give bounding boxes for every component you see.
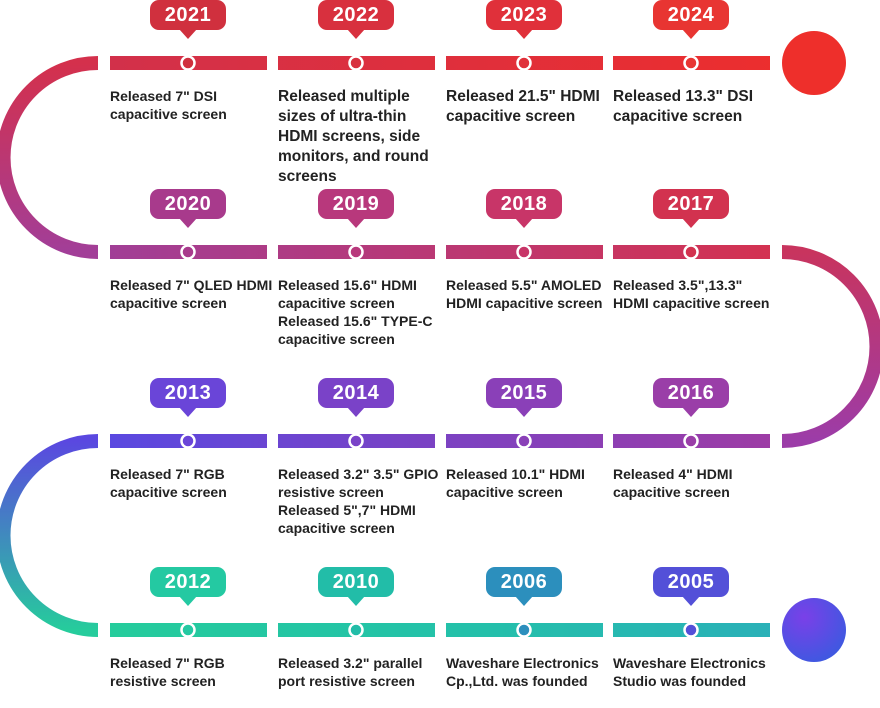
end-circle-red bbox=[782, 31, 846, 95]
timeline-node bbox=[348, 433, 364, 449]
milestone-description: Released 3.2" 3.5" GPIO resistive screen… bbox=[278, 466, 439, 536]
connector-right bbox=[781, 245, 880, 448]
milestone-description: Released multiple sizes of ultra-thin HD… bbox=[278, 88, 429, 185]
timeline-node bbox=[683, 244, 699, 260]
year-badge: 2024 bbox=[653, 0, 729, 39]
timeline-node bbox=[516, 244, 532, 260]
year-badge: 2020 bbox=[150, 189, 226, 228]
row-bars bbox=[110, 55, 770, 638]
timeline-node bbox=[516, 622, 532, 638]
year-badge: 2006 bbox=[486, 567, 562, 606]
year-badge: 2014 bbox=[318, 378, 394, 417]
connector-left-top bbox=[0, 56, 99, 259]
timeline-node bbox=[683, 55, 699, 71]
year-badge: 2012 bbox=[150, 567, 226, 606]
year-badge: 2018 bbox=[486, 189, 562, 228]
timeline-node bbox=[683, 433, 699, 449]
timeline-node bbox=[683, 622, 699, 638]
milestone-description: Released 3.5",13.3" HDMI capacitive scre… bbox=[613, 277, 770, 311]
year-badge: 2023 bbox=[486, 0, 562, 39]
milestone-description: Released 7" RGB capacitive screen bbox=[110, 466, 227, 500]
year-badge: 2019 bbox=[318, 189, 394, 228]
end-circle-blue bbox=[782, 598, 846, 662]
timeline-node bbox=[180, 622, 196, 638]
year-badge: 2017 bbox=[653, 189, 729, 228]
timeline-node bbox=[348, 55, 364, 71]
timeline-node bbox=[348, 622, 364, 638]
year-badge: 2005 bbox=[653, 567, 729, 606]
connector-left-bottom bbox=[0, 434, 99, 637]
timeline-node bbox=[180, 55, 196, 71]
year-badge: 2013 bbox=[150, 378, 226, 417]
timeline-node bbox=[180, 433, 196, 449]
timeline-node bbox=[180, 244, 196, 260]
timeline-node bbox=[516, 55, 532, 71]
milestone-description: Released 3.2" parallel port resistive sc… bbox=[278, 655, 423, 689]
milestone-description: Released 10.1" HDMI capacitive screen bbox=[446, 466, 585, 500]
milestone-description: Released 7" DSI capacitive screen bbox=[110, 88, 227, 122]
year-badge: 2015 bbox=[486, 378, 562, 417]
milestone-description: Waveshare Electronics Studio was founded bbox=[613, 655, 766, 689]
milestone-description: Released 21.5" HDMI capacitive screen bbox=[446, 88, 600, 125]
milestone-description: Released 15.6" HDMI capacitive screen Re… bbox=[278, 277, 433, 347]
milestone-description: Released 13.3" DSI capacitive screen bbox=[613, 88, 754, 125]
timeline-node bbox=[516, 433, 532, 449]
timeline-node bbox=[348, 244, 364, 260]
year-badge: 2010 bbox=[318, 567, 394, 606]
milestone-description: Released 7" QLED HDMI capacitive screen bbox=[110, 277, 273, 311]
milestone-description: Waveshare Electronics Cp.,Ltd. was found… bbox=[446, 655, 599, 689]
milestone-description: Released 7" RGB resistive screen bbox=[110, 655, 225, 689]
milestone-description: Released 5.5" AMOLED HDMI capacitive scr… bbox=[446, 277, 603, 311]
milestone-description: Released 4" HDMI capacitive screen bbox=[613, 466, 733, 500]
year-badge: 2021 bbox=[150, 0, 226, 39]
year-badge: 2022 bbox=[318, 0, 394, 39]
year-badge: 2016 bbox=[653, 378, 729, 417]
